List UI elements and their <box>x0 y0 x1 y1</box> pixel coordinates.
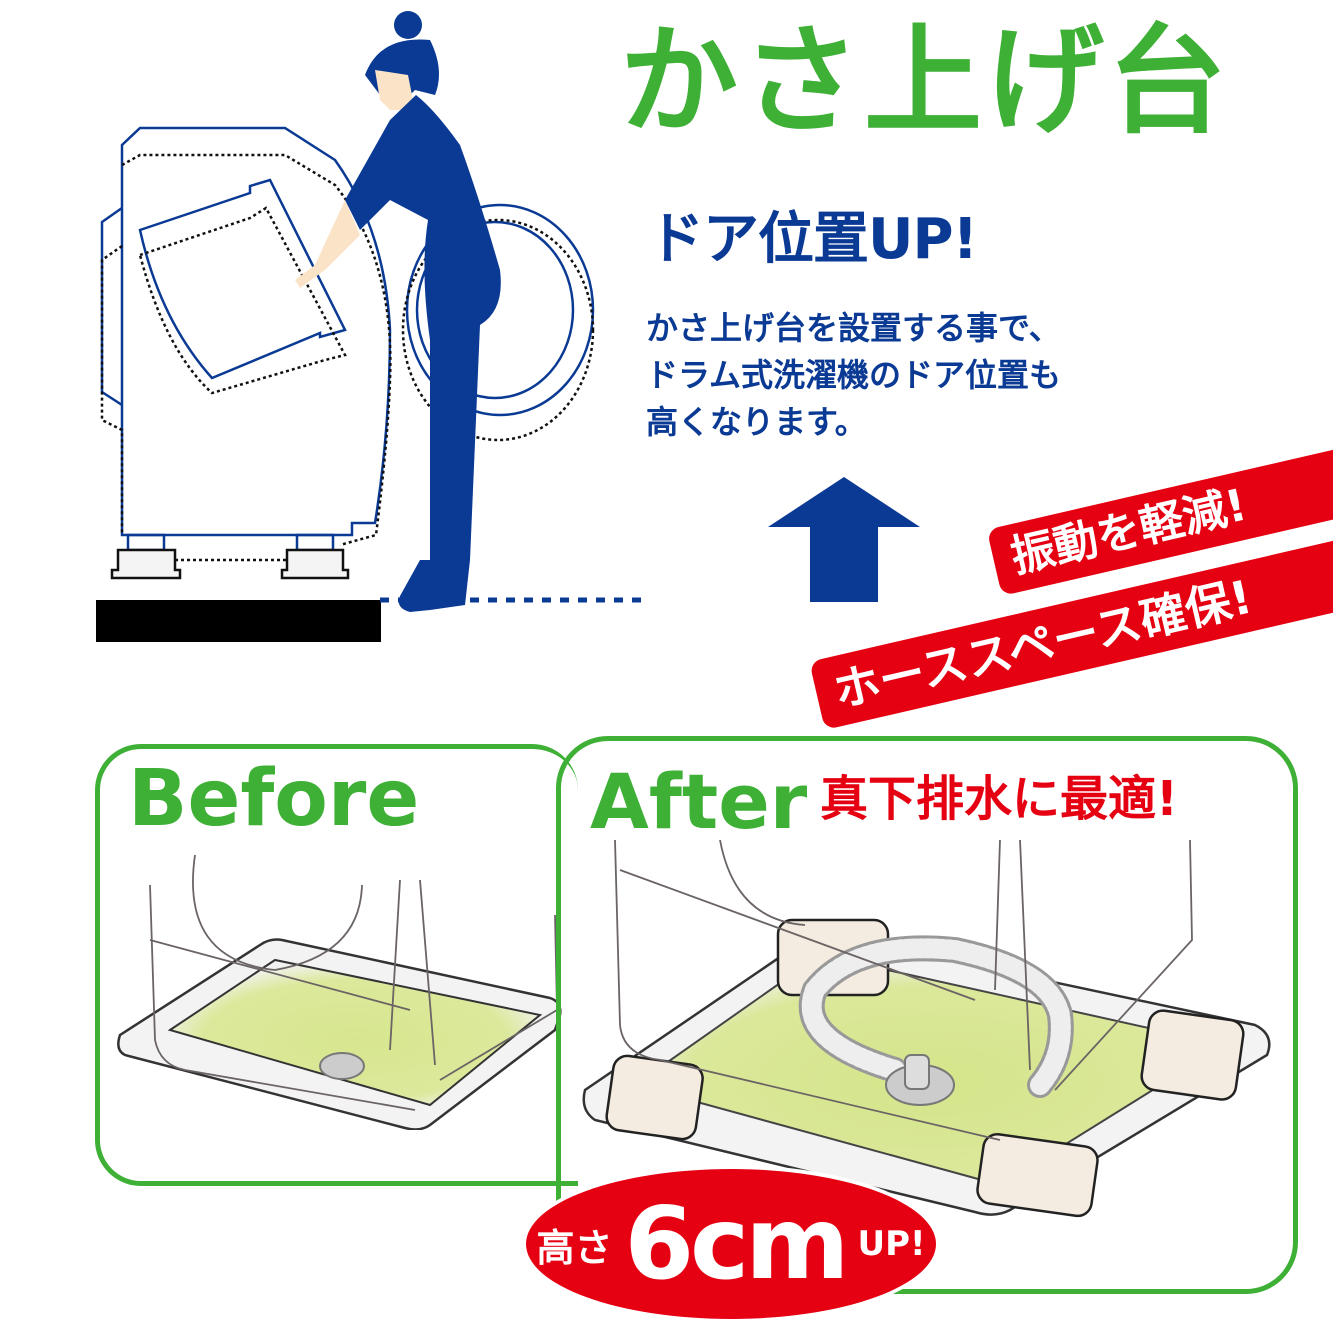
badge-prefix: 高さ <box>536 1225 613 1270</box>
after-label: After <box>590 757 808 846</box>
drain-pan-icon <box>117 854 562 1130</box>
washing-machine-outline-icon <box>100 126 595 552</box>
height-badge: 高さ 6cm UP! <box>522 1165 940 1323</box>
raised-drain-pan-illustration <box>582 840 1271 1218</box>
drain-hose-icon <box>798 935 1074 1106</box>
woman-figure-icon <box>295 11 501 612</box>
riser-block-icon <box>110 548 350 580</box>
after-panel <box>556 736 1298 1294</box>
after-note: 真下排水に最適! <box>820 771 1178 827</box>
feature-description: かさ上げ台を設置する事で、 ドラム式洗濯機のドア位置も 高くなります。 <box>646 305 1061 446</box>
before-panel <box>95 744 578 1186</box>
up-arrow-icon <box>768 477 920 602</box>
description-line: 高くなります。 <box>646 403 867 441</box>
description-line: ドラム式洗濯機のドア位置も <box>646 356 1062 394</box>
before-label: Before <box>128 754 420 844</box>
badge-suffix: UP! <box>857 1224 926 1264</box>
washing-machine-illustration <box>96 11 650 642</box>
page-title: かさ上げ台 <box>620 12 1231 150</box>
feature-headline: ドア位置UP! <box>648 207 978 272</box>
badge-value: 6cm <box>624 1185 849 1302</box>
description-line: かさ上げ台を設置する事で、 <box>646 309 1061 347</box>
